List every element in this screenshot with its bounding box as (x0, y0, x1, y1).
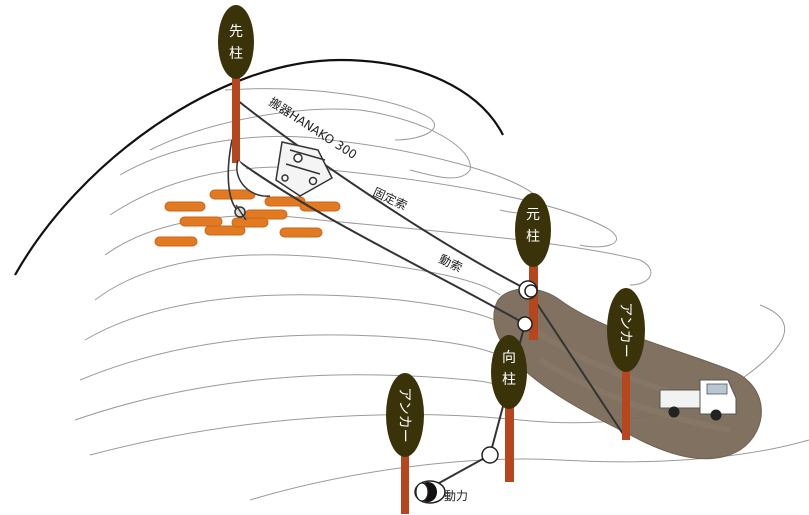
tree-saki: 先 柱 (218, 5, 254, 163)
tree-label: 柱 (526, 229, 540, 245)
truck-icon (659, 379, 737, 421)
tree-label: 元 (526, 207, 540, 223)
logs (154, 189, 341, 247)
tree-label: 向 (502, 350, 516, 366)
tree-label: 柱 (502, 372, 516, 388)
winch-drum-icon (414, 480, 446, 504)
log (154, 236, 198, 247)
pulley-icon (518, 280, 538, 300)
tree-muki: 向 柱 (491, 335, 527, 482)
tree-label: 柱 (229, 46, 243, 62)
log (209, 189, 256, 200)
carriage-icon (234, 141, 333, 221)
log (164, 201, 206, 212)
log (204, 225, 246, 236)
return-cable (527, 289, 626, 438)
skyline-cable (236, 99, 529, 291)
mainline-label: 動索 (437, 252, 465, 275)
mainline-cable (236, 159, 526, 325)
pulley-icon (481, 446, 499, 464)
tree-label: アンカー (617, 302, 633, 357)
log (179, 216, 223, 227)
power-label: 動力 (444, 489, 468, 503)
log (299, 201, 341, 212)
tree-anchor-left: アンカー (386, 373, 424, 514)
tree-label: アンカー (396, 387, 412, 442)
pulley-icon (517, 316, 533, 332)
tree-anchor-right: アンカー (607, 288, 645, 440)
tree-label: 先 (229, 24, 243, 40)
log (279, 227, 323, 238)
log (231, 217, 269, 228)
